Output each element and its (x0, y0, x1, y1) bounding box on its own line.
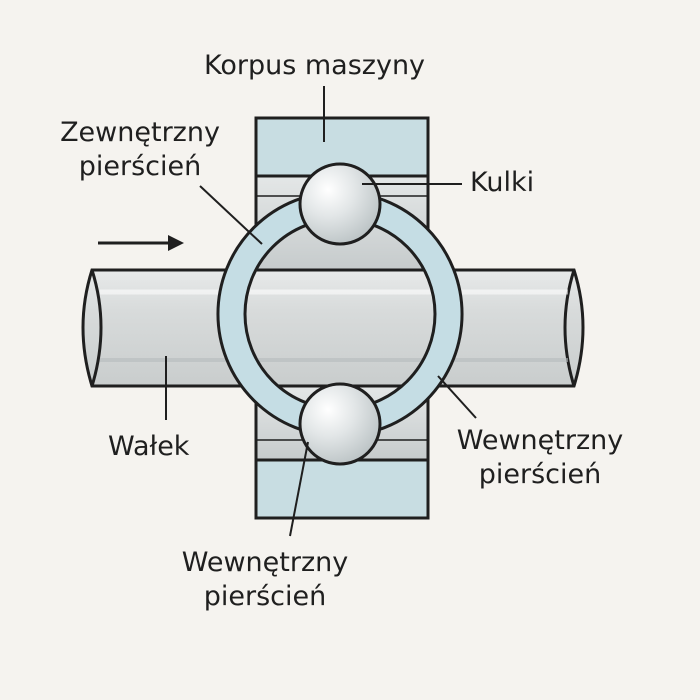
shaft-left-end (90, 269, 103, 387)
label-inner-ring-right-line2: pierścień (478, 459, 602, 490)
label-inner-ring-bottom-line2: pierścień (203, 581, 327, 612)
label-inner-ring-bottom-line1: Wewnętrzny (181, 547, 349, 578)
label-inner-ring-bottom: Wewnętrzny pierścień (160, 546, 370, 614)
label-outer-ring: Zewnętrzny pierścień (44, 116, 236, 184)
label-outer-ring-line1: Zewnętrzny (60, 117, 220, 148)
ball-bottom (298, 382, 382, 466)
shaft-body (81, 268, 585, 388)
label-housing: Korpus maszyny (204, 50, 426, 81)
label-inner-ring-right: Wewnętrzny pierścień (440, 424, 640, 492)
label-balls: Kulki (470, 167, 535, 198)
direction-arrow-icon (98, 235, 184, 251)
shaft (81, 268, 585, 388)
balls (298, 162, 382, 466)
leader-lines (165, 86, 477, 537)
housing-bottom (254, 458, 430, 520)
label-outer-ring-line2: pierścień (78, 151, 202, 182)
leader-inner-ring-right (437, 375, 477, 419)
leader-outer-ring (199, 185, 263, 245)
shaft-right-end (563, 269, 576, 387)
label-inner-ring-right-line1: Wewnętrzny (456, 425, 624, 456)
leader-inner-ring-bottom (289, 441, 309, 537)
ball-top (298, 162, 382, 246)
label-shaft: Wałek (108, 431, 190, 462)
